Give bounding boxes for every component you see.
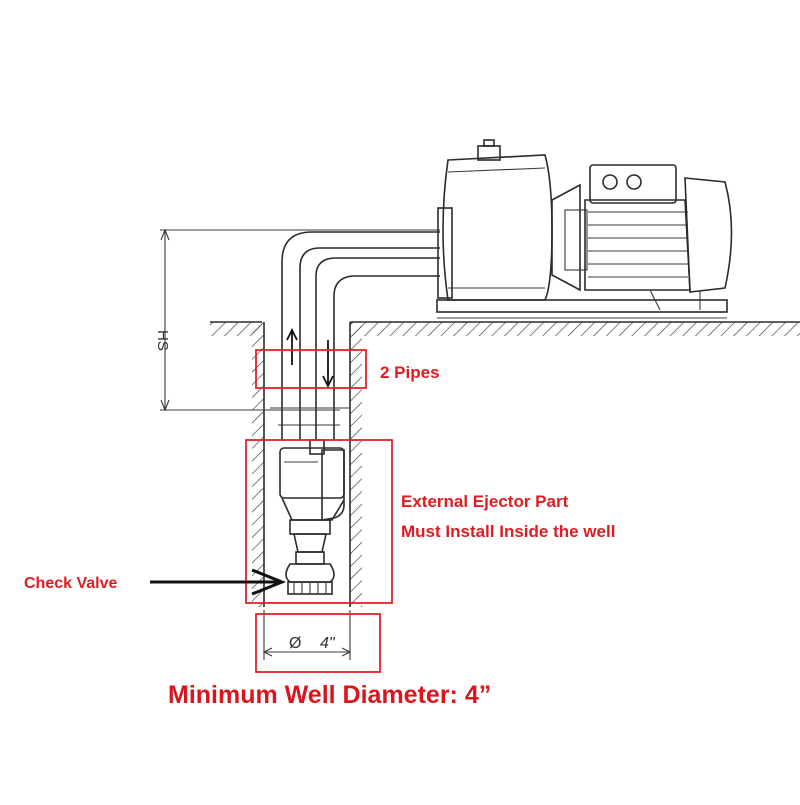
hs-label: HS <box>154 330 171 351</box>
diameter-value: 4" <box>320 635 336 652</box>
check-valve-label: Check Valve <box>24 575 118 592</box>
arrow-down-icon <box>322 340 334 389</box>
diameter-highlight-box <box>255 613 381 673</box>
pipes-highlight-box <box>255 349 367 389</box>
pump-motor-unit <box>436 139 733 319</box>
arrow-right-icon <box>150 568 287 596</box>
flow-arrows <box>286 327 334 389</box>
ejector-assembly <box>279 439 345 595</box>
pipes-label: 2 Pipes <box>380 363 440 382</box>
ejector-highlight-box <box>245 439 393 604</box>
ejector-label-line1: External Ejector Part <box>401 492 569 511</box>
hs-dimension: HS <box>154 228 440 412</box>
ground-surface <box>210 321 800 336</box>
well-walls <box>252 322 362 607</box>
footer-caption: Minimum Well Diameter: 4” <box>168 681 491 709</box>
pipes <box>270 231 440 440</box>
diameter-dimension: Ø 4" <box>262 610 352 660</box>
arrow-up-icon <box>286 327 298 365</box>
diameter-symbol: Ø <box>289 635 301 652</box>
ejector-label-line2: Must Install Inside the well <box>401 522 615 541</box>
